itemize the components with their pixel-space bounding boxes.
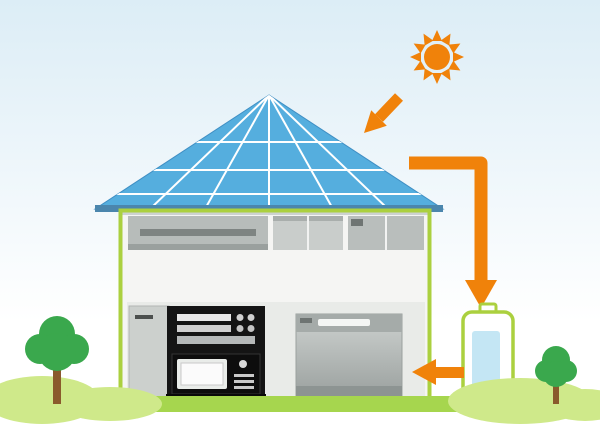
control-knob [247,325,255,332]
battery-to-house-arrow-shaft [434,367,464,378]
microwave-window [180,362,224,386]
dishwasher-kickplate [296,386,402,398]
shrub-right [547,389,600,421]
dishwasher-handle-slot [318,319,370,326]
sun-ray [432,73,442,84]
sun-ray [448,60,461,71]
sun-ray [423,33,434,46]
canopy-lobe [38,333,76,371]
house [118,208,432,406]
tree-canopy [535,346,577,387]
roof-to-battery-arrow-icon [409,156,497,308]
sunlight-arrow-icon [364,93,403,133]
roof-to-battery-arrow-shaft [409,156,488,282]
range-hood-base [128,244,268,250]
sun-ray [423,68,434,81]
sunlight-arrow-shaft [375,93,403,122]
shrub-left [58,387,162,421]
microwave-dial [239,360,247,368]
control-knob [236,325,244,332]
sun-ray [432,30,442,41]
dishwasher [295,313,403,399]
eave-shadow [121,212,429,215]
sun-ray [440,33,451,46]
sun-core [424,44,450,70]
roof-to-battery-arrow-head [465,280,497,308]
tree-canopy [25,316,89,371]
panel-grid-line [204,95,270,209]
sun-ray [440,68,451,81]
panel-grid-line [268,95,389,209]
panel-grid-line [149,95,270,209]
window-panel-vent [351,219,363,226]
sun-ray [453,52,464,62]
sun-ray [410,52,421,62]
range-hood-vent [140,229,256,236]
cabinet-handle [135,315,153,319]
battery-to-house-arrow-head [412,359,436,385]
control-knob [247,314,255,321]
microwave-keypad [234,380,254,383]
dishwasher-vent [300,318,312,323]
panel-grid-line [268,95,334,209]
battery-to-house-arrow-icon [412,359,464,385]
sun-ray [413,60,426,71]
sunlight-arrow-head [364,110,387,133]
tree-right [535,346,577,404]
second-floor-panels [128,216,424,250]
sun-ray [413,43,426,54]
sun-icon [410,30,464,84]
tree-left [25,316,89,404]
tree-trunk [553,380,559,404]
control-row [177,314,231,321]
sun-ray [448,43,461,54]
kitchen-appliances [127,302,425,403]
kitchen-cabinet [128,305,170,403]
control-display [177,336,255,344]
microwave-keypad [234,374,254,377]
control-knob [236,314,244,321]
tree-trunk [53,362,61,404]
battery-charge-level [472,331,500,395]
canopy-lobe [543,361,569,387]
microwave-keypad [234,386,254,389]
oven-microwave-unit [166,306,266,402]
control-row [177,325,231,332]
